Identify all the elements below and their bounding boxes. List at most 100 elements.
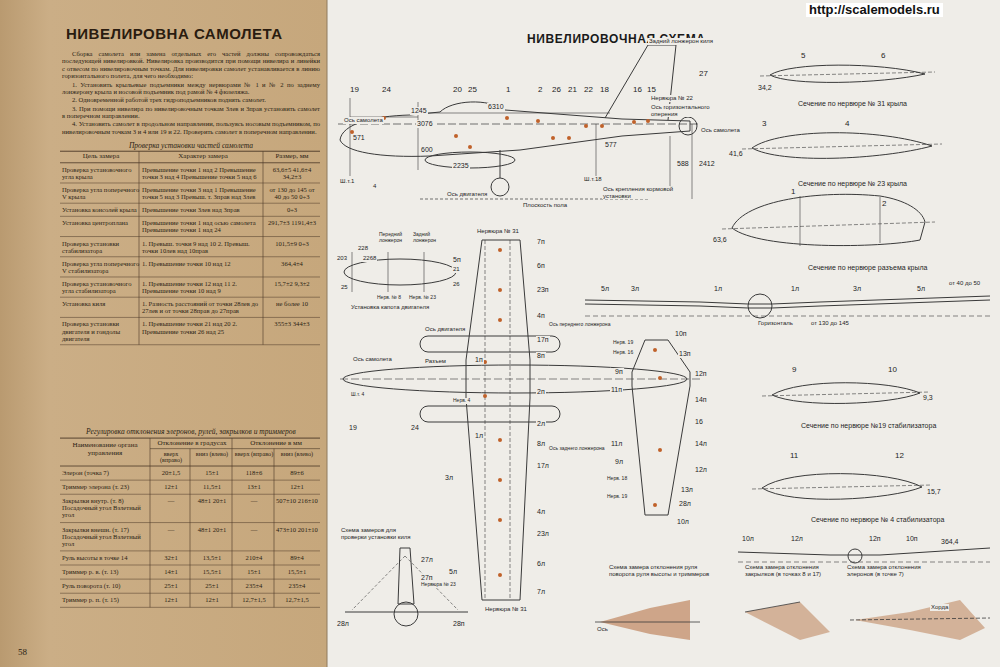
level-point (498, 518, 502, 522)
stabilizer-sections (738, 383, 990, 563)
table-header: Цель замера (62, 153, 140, 161)
root-section (732, 194, 925, 245)
engine-cowling (344, 259, 456, 285)
page-number: 58 (18, 648, 27, 658)
table-rule (60, 182, 320, 183)
annotation-label: Ось двигателя (446, 191, 488, 198)
callout-number: 364,4 (940, 538, 960, 546)
table-cell: Триммер р. в. (т. 13) (62, 568, 148, 575)
callout-number: 3л (852, 285, 862, 293)
callout-number: 1л (474, 432, 484, 440)
level-point (498, 478, 502, 482)
table-cell: Руль поворота (т. 10) (62, 582, 148, 589)
table-cell: 12±1 (152, 483, 190, 490)
table-cell: Проверка угла поперечного V крыла (62, 186, 140, 200)
callout-number: 10л (741, 535, 755, 543)
table-cell: Закрылки внутр. (т. 8) Посадочный угол В… (62, 497, 148, 518)
callout-number: 18 (599, 86, 610, 95)
table-cell: 48±1 20±1 (192, 526, 232, 533)
callout-number: Разъем (424, 358, 447, 365)
table-cell: 507±10 216±10 (276, 497, 318, 504)
annotation-label: Ось горизонтального оперения (650, 104, 724, 117)
table-cell: 15±1 (192, 469, 232, 476)
deflection-schemes (595, 600, 990, 640)
level-points-plan (483, 248, 662, 577)
annotation-label: Нерв. 16 (612, 350, 634, 356)
annotation-label: Схема замеров для проверки установки кил… (340, 527, 420, 540)
annotation-label: Ось переднего лонжерона (548, 322, 611, 328)
annotation-label: от 130 до 145 (810, 320, 850, 327)
table-cell: 235±4 (276, 582, 318, 589)
callout-number: 2 (881, 200, 887, 209)
callout-number: 8л (536, 440, 546, 448)
annotation-label: Нервюра № 22 (650, 95, 694, 102)
plan-view (340, 240, 700, 600)
callout-number: 28л (678, 500, 692, 508)
level-point (658, 448, 662, 452)
dimension-line (692, 124, 693, 199)
annotation-label: Сечение по нервюре № 23 крыла (797, 180, 908, 188)
callout-number: 228 (357, 245, 369, 252)
callout-number: 1л (790, 285, 800, 293)
table-header: Отклонение в градусах (152, 440, 232, 448)
level-point (498, 288, 502, 292)
callout-number: 2л (536, 420, 546, 428)
table-cell: 11,5±1 (192, 483, 232, 490)
callout-number: 25 (467, 86, 478, 95)
callout-number: 10п (674, 330, 688, 338)
table-cell: 12±1 (192, 596, 232, 603)
callout-number: 27л (420, 556, 434, 564)
table-cell: 12,7±1,5 (276, 596, 318, 603)
chord-line (722, 222, 935, 229)
aircraft-axis (338, 124, 700, 125)
fin-check-scheme (345, 548, 468, 626)
callout-number: 3л (630, 285, 640, 293)
callout-number: 5л (448, 568, 458, 576)
table-rule (60, 344, 320, 345)
deflection-fan (600, 600, 690, 640)
callout-number: 6310 (487, 103, 505, 111)
annotation-label: Ось самолета (343, 117, 384, 124)
table-rule (60, 151, 320, 152)
table-cell: Проверка установки двигателя и гондолы д… (62, 320, 140, 341)
callout-number: 1 (790, 188, 796, 197)
callout-number: 4л (536, 508, 546, 516)
table-cell: 13,5±1 (192, 554, 232, 561)
panel-heading: НИВЕЛИРОВНА САМОЛЕТА (66, 26, 283, 43)
callout-number: 9л (614, 458, 624, 466)
callout-number: 9 (791, 366, 797, 375)
callout-number: 26 (551, 86, 562, 95)
horizontal-line (585, 316, 990, 317)
callout-number: 571 (352, 134, 366, 142)
annotation-label: Схема замера отклонения элеронов (в точк… (846, 564, 948, 577)
dimension-line (350, 98, 351, 176)
callout-number: 1л (713, 285, 723, 293)
table-rule (232, 438, 233, 607)
dimension-line (352, 252, 353, 292)
airfoil-section (772, 383, 920, 404)
callout-number: 22 (583, 86, 594, 95)
annotation-label: Нервюра № 31 (484, 606, 528, 613)
annotation-label: от 40 до 50 (948, 280, 984, 287)
engine-nacelle-side (425, 152, 515, 168)
callout-number: 12п (868, 535, 882, 543)
table-cell: 15,5±1 (192, 568, 232, 575)
annotation-label: Нерв. 4 (452, 398, 471, 404)
chord-line (850, 618, 990, 620)
table-cell: 25±1 (152, 582, 190, 589)
spar-axis (510, 240, 511, 600)
table-header: вверх (вправо) (234, 451, 274, 458)
stabilizer-axis-circle (679, 117, 697, 135)
measure-line (405, 556, 458, 610)
table-cell: 12±1 (276, 483, 318, 490)
landing-gear-strut (500, 150, 501, 178)
callout-number: 4 (844, 120, 850, 129)
table-cell: 12±1 (152, 596, 190, 603)
callout-number: 10п (905, 535, 919, 543)
table-rule (60, 256, 320, 257)
callout-number: 6 (880, 52, 886, 61)
level-point (646, 119, 650, 123)
callout-number: 26 (452, 281, 461, 288)
table-rule (150, 448, 320, 449)
